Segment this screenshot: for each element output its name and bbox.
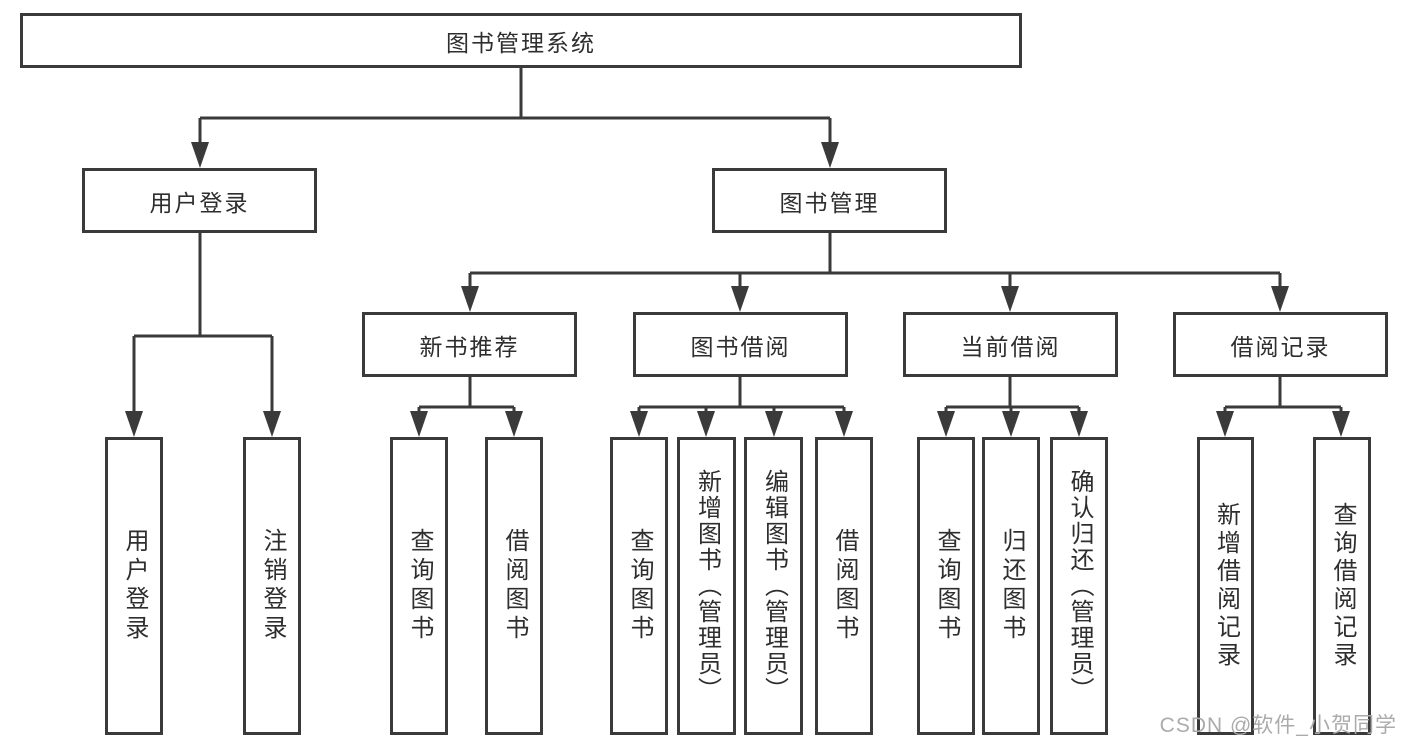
watermark: CSDN @软件_小贺同学	[1159, 714, 1397, 737]
leaf-query-books-current: 查询图书	[917, 437, 975, 735]
leaf-add-borrow-record: 新增借阅记录	[1197, 437, 1254, 735]
leaf-add-book-admin: 新增图书（管理员）	[677, 437, 736, 735]
node-borrow-records: 借阅记录	[1173, 312, 1388, 377]
leaf-user-login: 用户登录	[105, 437, 163, 735]
leaf-logout: 注销登录	[243, 437, 301, 735]
leaf-query-borrow-record: 查询借阅记录	[1313, 437, 1371, 735]
node-new-book-recommend: 新书推荐	[362, 312, 577, 377]
leaf-query-books-borrow: 查询图书	[610, 437, 668, 735]
leaf-confirm-return-admin: 确认归还（管理员）	[1050, 437, 1108, 735]
node-book-management: 图书管理	[712, 168, 947, 233]
node-current-borrow: 当前借阅	[903, 312, 1118, 377]
leaf-borrow-books: 借阅图书	[815, 437, 873, 735]
node-user-login: 用户登录	[82, 168, 317, 233]
leaf-return-books: 归还图书	[982, 437, 1040, 735]
arrowheads	[125, 142, 1350, 437]
leaf-edit-book-admin: 编辑图书（管理员）	[744, 437, 803, 735]
node-root: 图书管理系统	[20, 13, 1022, 68]
leaf-query-books-recommend: 查询图书	[390, 437, 448, 735]
leaf-borrow-books-recommend: 借阅图书	[485, 437, 543, 735]
node-book-borrow: 图书借阅	[633, 312, 848, 377]
